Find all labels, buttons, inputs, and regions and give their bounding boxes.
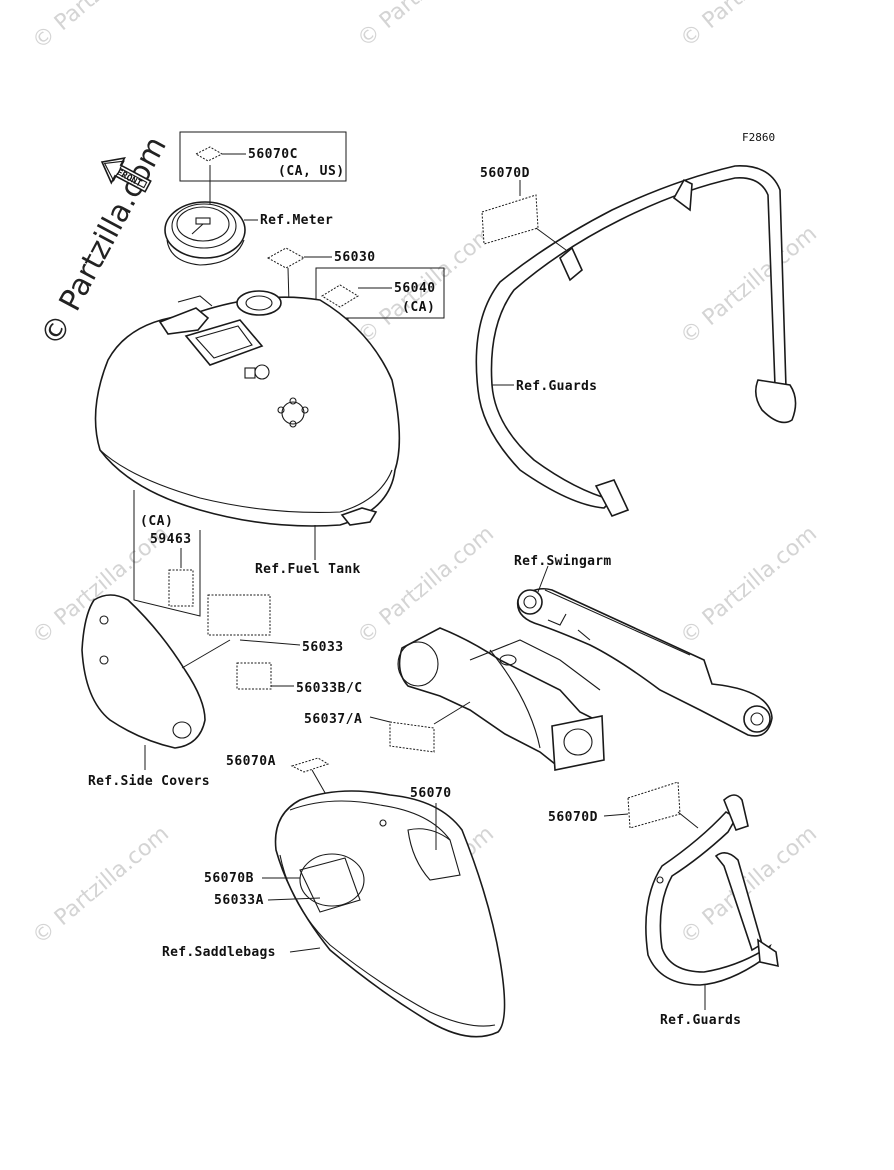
decal-56070A [290,757,330,773]
watermark-tile: © Partzilla.com [676,521,822,649]
decal-56070D-bot [627,781,681,829]
guards-top-part [475,165,797,517]
guards-bottom-part [645,794,779,986]
label-56040: 56040 [394,281,436,296]
side-cover-part [81,594,206,749]
ref-guards-bottom: Ref.Guards [660,1013,741,1028]
watermark-tile: © Partzilla.com [28,0,174,55]
decal-56070C [194,146,224,162]
ref-side-covers: Ref.Side Covers [88,774,210,789]
saddlebag-part [274,790,506,1038]
callout-box-59463 [133,490,201,617]
watermark-tile: © Partzilla.com [676,221,822,349]
decal-59463 [168,569,194,607]
ref-meter: Ref.Meter [260,213,333,228]
watermark-tile: © Partzilla.com [353,0,499,53]
label-56033A: 56033A [214,893,264,908]
decal-56030 [266,247,306,269]
ref-guards-top: Ref.Guards [516,379,597,394]
figure-code: F2860 [742,131,775,144]
ref-swingarm: Ref.Swingarm [514,554,612,569]
watermark-tile: © Partzilla.com [676,0,822,53]
watermark-tile: © Partzilla.com [353,521,499,649]
label-56033: 56033 [302,640,344,655]
label-56070C: 56070C [248,147,298,162]
label-59463-pre: (CA) [140,514,173,529]
callout-box-56040 [315,267,445,319]
label-56033BC: 56033B/C [296,681,363,696]
ref-saddlebags: Ref.Saddlebags [162,945,276,960]
decal-56033 [207,594,271,636]
label-56070C-sub: (CA, US) [278,164,345,179]
decal-56040 [321,284,359,308]
fuel-tank-part [94,290,401,527]
label-56070: 56070 [410,786,452,801]
decal-56033BC [236,662,272,690]
label-59463: 59463 [150,532,192,547]
label-56070D-top: 56070D [480,166,530,181]
label-56030: 56030 [334,250,376,265]
meter-part [164,201,246,266]
label-56070B: 56070B [204,871,254,886]
label-56040-sub: (CA) [402,300,435,315]
ref-fuel-tank: Ref.Fuel Tank [255,562,361,577]
swingarm-part [397,587,773,771]
decal-56070D-top [481,194,539,245]
decal-56037A [389,721,435,753]
watermark-tile: © Partzilla.com [28,821,174,949]
label-56070D-bot: 56070D [548,810,598,825]
label-56070A: 56070A [226,754,276,769]
callout-box-56070C [179,131,347,182]
label-56037A: 56037/A [304,712,362,727]
